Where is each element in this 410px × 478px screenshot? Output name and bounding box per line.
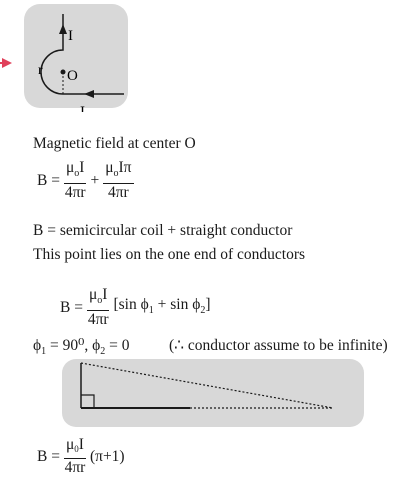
label-O: O <box>67 68 78 84</box>
eq2-sin-term: [sin ϕ1 + sin ϕ2] <box>113 295 211 316</box>
semicircle-figure: I I r O <box>0 4 128 112</box>
final-equation: B = μ0I 4πr (π+1) <box>37 437 125 476</box>
eq2-fraction: μoI 4πr <box>86 286 110 329</box>
eq1-B: B = <box>37 171 60 189</box>
eq1-plus: + <box>90 171 100 189</box>
final-pi-term: (π+1) <box>89 447 125 465</box>
label-I-top: I <box>68 28 73 44</box>
triangle-figure <box>62 359 364 427</box>
magnetic-field-heading: Magnetic field at center O <box>33 135 196 152</box>
right-angle-marker <box>81 394 95 408</box>
point-line: This point lies on the one end of conduc… <box>33 246 306 263</box>
equation-2: B = μoI 4πr [sin ϕ1 + sin ϕ2] <box>60 287 211 328</box>
equation-1: B = μoI 4πr + μoIπ 4πr <box>37 160 134 201</box>
conductor-path <box>40 14 124 95</box>
arrow-left-icon <box>84 90 94 98</box>
final-fraction: μ0I 4πr <box>63 436 86 476</box>
eq1-fraction-1: μoI 4πr <box>63 159 87 202</box>
final-B: B = <box>37 447 60 465</box>
center-point <box>60 69 66 75</box>
arrow-up-icon <box>59 24 67 34</box>
composition-line: B = semicircular coil + straight conduct… <box>33 222 293 239</box>
label-I-bottom: I <box>80 104 85 112</box>
label-r: r <box>38 63 43 78</box>
hypotenuse-dotted <box>80 362 334 409</box>
phi-values: ϕ1 = 90⁰, ϕ2 = 0 <box>33 337 130 358</box>
eq1-fraction-2: μoIπ 4πr <box>103 159 134 202</box>
figure1-panel <box>24 4 128 108</box>
infinite-conductor-note: (∴ conductor assume to be infinite) <box>169 337 388 354</box>
figure2-panel <box>62 359 364 427</box>
eq2-B: B = <box>60 298 83 316</box>
